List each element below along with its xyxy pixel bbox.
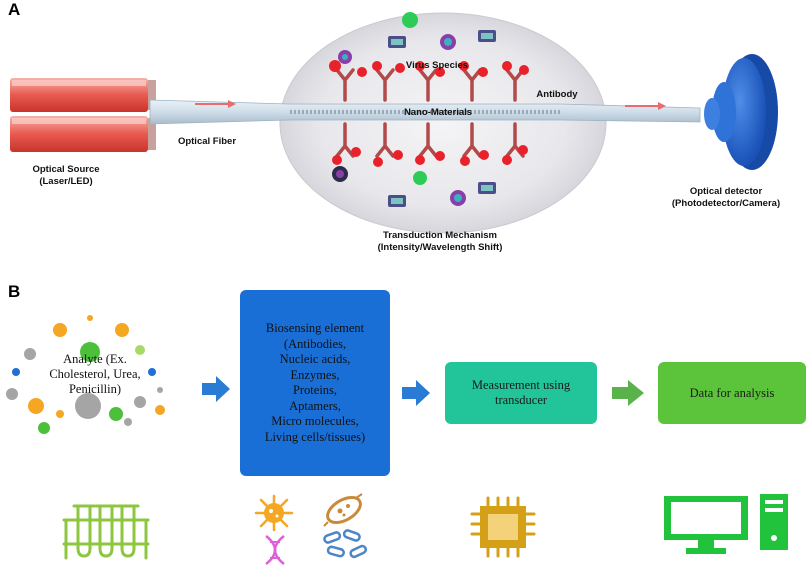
virus-species-label: Virus Species — [405, 60, 469, 71]
bound-virus-particles — [329, 60, 529, 167]
arrow-analyte-to-biosensing — [202, 376, 230, 402]
antibodies — [335, 68, 525, 158]
analyte-line-2: Cholesterol, Urea, — [49, 367, 141, 381]
optical-source-block — [10, 78, 156, 152]
arrow-measurement-to-data — [612, 380, 644, 406]
analyte-label: Analyte (Ex. Cholesterol, Urea, Penicill… — [20, 352, 170, 397]
biosensing-line-3: Nucleic acids, — [279, 352, 351, 366]
optical-detector-caption: Optical detector (Photodetector/Camera) — [656, 186, 796, 210]
analyte-line-3: Penicillin) — [68, 382, 122, 396]
optical-detector — [704, 54, 778, 170]
virus-species — [332, 12, 496, 207]
transduction-sublabel: (Intensity/Wavelength Shift) — [377, 242, 503, 253]
rod-bacteria-icon — [323, 529, 368, 559]
optical-source-caption: Optical Source (Laser/LED) — [4, 164, 128, 188]
biosensing-element-box: Biosensing element (Antibodies, Nucleic … — [240, 290, 390, 476]
light-arrow-right — [625, 102, 666, 110]
computer-monitor-icon — [664, 496, 748, 554]
optical-fiber — [149, 99, 701, 125]
microchip-icon — [470, 496, 536, 558]
analyte-line-1: Analyte (Ex. — [63, 352, 127, 366]
arrow-biosensing-to-measurement — [402, 380, 430, 406]
biosensing-line-1: Biosensing element — [265, 321, 365, 335]
biosensing-line-5: Proteins, — [292, 383, 338, 397]
biosensing-line-8: Living cells/tissues) — [264, 429, 366, 444]
measurement-line-2: transducer — [494, 393, 548, 407]
optical-source-label: Optical Source — [32, 164, 100, 175]
optical-fiber-label: Optical Fiber — [177, 136, 237, 147]
data-analysis-box: Data for analysis — [658, 362, 806, 424]
transduction-label: Transduction Mechanism — [382, 230, 498, 241]
biosensing-line-7: Micro molecules, — [271, 414, 359, 428]
antibody-label: Antibody — [536, 89, 578, 100]
panel-b-label: B — [8, 282, 21, 301]
biosensing-line-2: (Antibodies, — [283, 336, 347, 351]
biosensing-line-6: Aptamers, — [289, 398, 341, 413]
test-tubes-icon — [62, 504, 150, 560]
optical-detector-sublabel: (Photodetector/Camera) — [671, 198, 781, 209]
panel-a-label: A — [8, 0, 21, 19]
analyte-dots — [6, 315, 165, 434]
dna-icon — [265, 535, 285, 565]
measurement-line-1: Measurement using — [471, 378, 571, 392]
panel-a-diagram — [10, 12, 778, 234]
measurement-box: Measurement using transducer — [445, 362, 597, 424]
optical-detector-label: Optical detector — [689, 186, 763, 197]
nano-materials-label: Nano-Materials — [403, 107, 473, 118]
transduction-caption: Transduction Mechanism (Intensity/Wavele… — [350, 230, 530, 254]
optical-source-sublabel: (Laser/LED) — [39, 176, 93, 187]
computer-tower-icon — [760, 494, 788, 550]
light-arrow-left — [195, 100, 236, 108]
biosensing-line-4: Enzymes, — [290, 367, 340, 382]
bacteria-icon — [323, 493, 363, 527]
virus-icon — [254, 494, 294, 532]
